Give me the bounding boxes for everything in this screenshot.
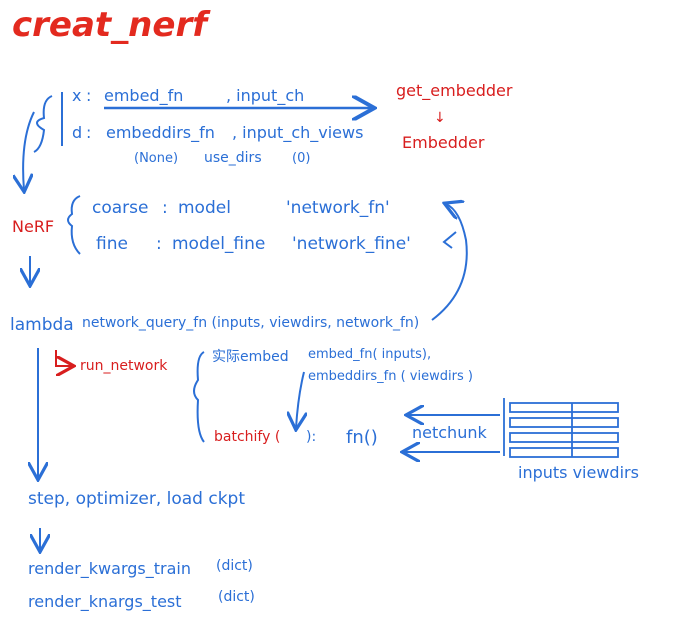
lambda-keyword: lambda xyxy=(10,315,74,335)
d-input-ch-views: , input_ch_views xyxy=(232,123,363,143)
d-none: (None) xyxy=(134,151,178,166)
actual-embed-colon: : xyxy=(284,349,289,365)
x-input-ch: , input_ch xyxy=(226,86,304,106)
x-label: x xyxy=(72,86,81,105)
coarse-model: model xyxy=(178,198,231,218)
get-embedder-label: get_embedder xyxy=(396,81,513,101)
arrow-to-run-network xyxy=(55,350,72,366)
coarse-colon: : xyxy=(162,198,168,218)
fine-network-name: 'network_fine' xyxy=(292,234,411,254)
batch-row xyxy=(509,402,619,413)
embed-fn-inputs: embed_fn( inputs), xyxy=(308,347,431,362)
nerf-label: NeRF xyxy=(12,217,54,236)
d-colon: : xyxy=(86,123,91,142)
fine-colon: : xyxy=(156,234,162,254)
batchify-close: ): xyxy=(306,429,316,445)
coarse-network-name: 'network_fn' xyxy=(286,198,390,218)
render-kwargs-test-type: (dict) xyxy=(218,589,255,605)
embeddirs-fn-viewdirs: embeddirs_fn ( viewdirs ) xyxy=(308,369,473,384)
coarse-label: coarse xyxy=(92,198,148,218)
batch-row xyxy=(509,417,619,428)
step-optimizer-line: step, optimizer, load ckpt xyxy=(28,489,245,509)
fine-label: fine xyxy=(96,234,128,254)
batch-row xyxy=(509,447,619,458)
batch-row xyxy=(509,432,619,443)
render-kwargs-test: render_knargs_test xyxy=(28,592,182,612)
page-title: creat_nerf xyxy=(12,5,211,45)
arrow-to-nerf xyxy=(23,111,35,190)
batchify-label: batchify ( xyxy=(214,429,280,445)
run-network-brace xyxy=(193,351,205,443)
fn-call: fn() xyxy=(346,427,378,448)
arrow-to-coarse xyxy=(431,204,468,321)
arrow-embed-to-batchify xyxy=(296,371,304,428)
lambda-expression: network_query_fn (inputs, viewdirs, netw… xyxy=(82,315,419,331)
inputs-viewdirs-caption: inputs viewdirs xyxy=(518,463,639,482)
embedder-class-label: Embedder xyxy=(402,133,485,152)
render-kwargs-train-type: (dict) xyxy=(216,558,253,574)
d-zero: (0) xyxy=(292,151,310,166)
embed-brace xyxy=(33,95,53,153)
x-colon: : xyxy=(86,86,91,105)
nerf-brace xyxy=(67,195,81,255)
run-network-label: run_network xyxy=(80,358,168,374)
arrow-to-fine xyxy=(442,231,457,249)
d-label: d xyxy=(72,123,82,142)
x-embed-fn: embed_fn xyxy=(104,86,183,106)
netchunk-label: netchunk xyxy=(412,423,487,442)
d-use-dirs: use_dirs xyxy=(204,150,262,166)
render-kwargs-train: render_kwargs_train xyxy=(28,559,191,579)
embedder-arrow: ↓ xyxy=(434,110,446,126)
actual-embed-label: 实际embed xyxy=(212,349,289,365)
d-embeddirs-fn: embeddirs_fn xyxy=(106,123,215,143)
fine-model: model_fine xyxy=(172,234,265,254)
batch-stack xyxy=(503,398,619,458)
